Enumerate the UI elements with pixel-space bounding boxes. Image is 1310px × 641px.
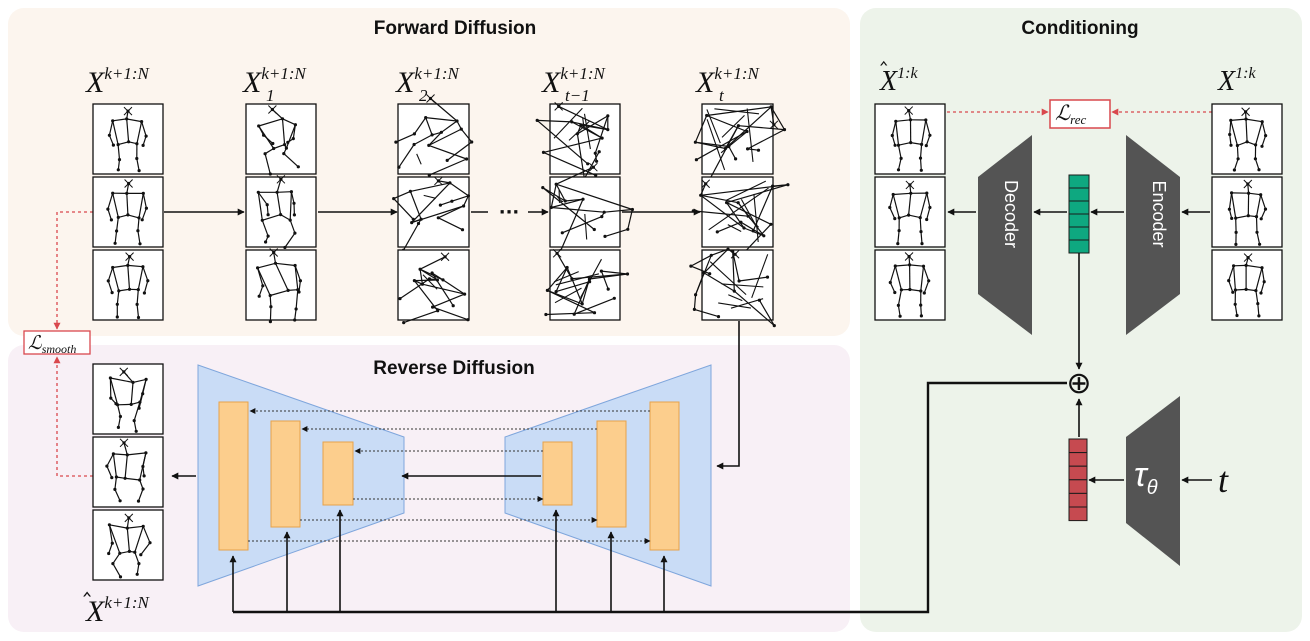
pose-frame (392, 176, 470, 252)
frames-reconstruction (874, 103, 946, 321)
smooth-loss-label: ℒsmooth (28, 333, 76, 356)
frames-x0 (92, 103, 164, 321)
encoder-block (1126, 135, 1180, 335)
smooth-loss-link-bottom (53, 356, 93, 477)
pose-frame (92, 103, 164, 175)
conditioning-title: Conditioning (1021, 18, 1138, 39)
forward-label-xt-sub: t (719, 86, 725, 105)
pose-frame (874, 176, 946, 248)
pose-frame (1211, 103, 1283, 175)
time-encoder-block (1126, 396, 1180, 566)
latent-vector (1068, 174, 1090, 254)
frames-reverse-output (92, 363, 164, 581)
forward-ellipsis: ··· (499, 202, 520, 223)
forward-label-xt1-sub: t−1 (565, 86, 590, 105)
pose-frame (874, 249, 946, 321)
pose-frame (874, 103, 946, 175)
forward-diffusion-title: Forward Diffusion (374, 18, 537, 39)
conditioning-panel (860, 8, 1302, 632)
decoder-block (978, 135, 1032, 335)
frames-x2 (392, 94, 474, 325)
pose-frame (1211, 176, 1283, 248)
frames-xt1 (535, 102, 635, 321)
feature-map-r3 (542, 441, 573, 506)
pose-frame (92, 363, 164, 435)
reverse-diffusion-title: Reverse Diffusion (373, 358, 535, 379)
hat-accent-reverse: ‸ (83, 569, 91, 597)
pose-frame (397, 249, 470, 325)
skip-connections (248, 408, 651, 544)
add-node: ⊕ (1066, 366, 1091, 401)
pose-frame (92, 509, 164, 581)
reconstruction-label: X1:k (879, 65, 918, 97)
pose-frame (92, 249, 164, 321)
feature-map-l3 (322, 441, 354, 506)
pose-frame (92, 176, 164, 248)
feature-map-l1 (218, 401, 249, 551)
time-embedding-vector (1068, 438, 1088, 522)
frames-x1 (245, 103, 317, 324)
encoder-label: Encoder (1149, 180, 1169, 247)
forward-label-x1-sub: 1 (266, 86, 275, 105)
smooth-loss-box (23, 330, 91, 355)
rec-loss-label: ℒrec (1055, 101, 1086, 127)
pose-frame (245, 248, 317, 324)
pose-frame (394, 94, 474, 177)
condition-input-label: X1:k (1217, 65, 1256, 97)
pose-frame (1211, 249, 1283, 321)
forward-label-x2-sub: 2 (419, 86, 428, 105)
reverse-output-label: Xk+1:N (85, 593, 151, 628)
frames-xt (689, 103, 790, 328)
time-encoder-label: τθ (1134, 456, 1158, 499)
forward-label-xt1: Xk+1:N (541, 64, 607, 99)
feature-map-l2 (270, 420, 301, 528)
frames-condition-input (1211, 103, 1283, 321)
pose-frame (691, 176, 790, 265)
unet-encoder-trapezoid (197, 364, 405, 587)
pose-frame (92, 436, 164, 508)
forward-label-x2: Xk+1:N (395, 64, 461, 99)
forward-label-x0: Xk+1:N (85, 64, 151, 99)
pose-frame (245, 174, 317, 250)
feature-map-r1 (649, 401, 680, 551)
pose-frame (535, 102, 621, 181)
hat-accent-conditioning: ‸ (880, 41, 888, 66)
pose-frames (92, 94, 1283, 581)
decoder-label: Decoder (1001, 180, 1021, 248)
pose-frame (245, 103, 317, 176)
conditioning-bus (233, 381, 1067, 614)
pose-frame (541, 162, 635, 254)
forward-label-xt: Xk+1:N (695, 64, 761, 99)
time-input-label: t (1218, 460, 1229, 500)
pose-frame (544, 248, 630, 321)
feature-map-r2 (596, 420, 627, 528)
rec-loss-box (1049, 99, 1111, 129)
noise-to-unet-arrow (716, 321, 740, 470)
bus-to-unet-arrows (229, 509, 668, 612)
smooth-loss-link-top (53, 211, 93, 330)
pose-frame (693, 103, 787, 193)
forward-label-x1: Xk+1:N (242, 64, 308, 99)
pose-frame (689, 247, 776, 328)
